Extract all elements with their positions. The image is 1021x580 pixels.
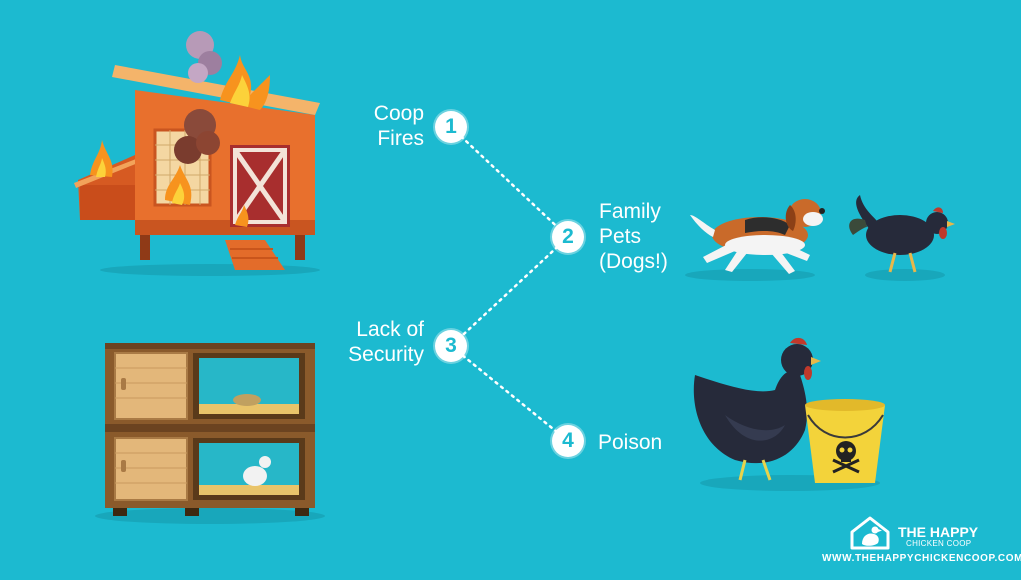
dog-chasing-chicken-illustration xyxy=(685,195,955,281)
number-badge-3: 3 xyxy=(435,330,467,362)
house-chicken-logo-icon xyxy=(850,516,890,550)
label-coop-fires: Coop Fires xyxy=(340,101,424,151)
brand-title: THE HAPPY xyxy=(898,524,979,540)
label-line: Poison xyxy=(598,431,663,454)
number-badge-1: 1 xyxy=(435,111,467,143)
label-line: Coop xyxy=(373,102,424,125)
label-line: Pets xyxy=(599,225,642,248)
label-line: (Dogs!) xyxy=(599,250,668,273)
label-line: Security xyxy=(348,343,424,366)
burning-coop-illustration xyxy=(74,31,320,276)
label-line: Fires xyxy=(377,127,424,150)
label-line: Lack of xyxy=(356,318,424,341)
label-poison: Poison xyxy=(598,430,662,455)
brand-url[interactable]: WWW.THEHAPPYCHICKENCOOP.COM xyxy=(822,553,1021,564)
hutch-illustration xyxy=(95,343,325,524)
number-badge-4: 4 xyxy=(552,425,584,457)
brand-subtitle: CHICKEN COOP xyxy=(906,539,972,548)
label-family-pets: Family Pets (Dogs!) xyxy=(599,199,689,274)
label-lack-of-security: Lack of Security xyxy=(320,317,424,367)
label-line: Family xyxy=(599,200,661,223)
number-badge-2: 2 xyxy=(552,221,584,253)
chicken-poison-illustration xyxy=(693,337,885,491)
skull-crossbones-icon xyxy=(832,441,860,474)
